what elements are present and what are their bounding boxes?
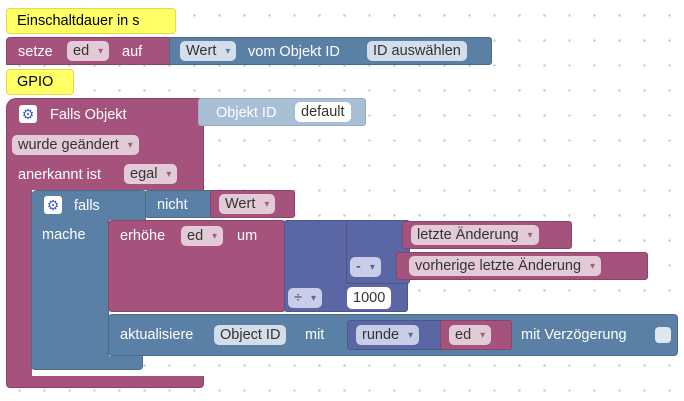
gear-icon[interactable]: ⚙ [44, 196, 62, 214]
objekt-id-value[interactable]: default [295, 102, 351, 122]
um-label: um [237, 228, 258, 244]
comment-einschaltdauer[interactable]: Einschaltdauer in s [6, 8, 176, 34]
erhoehe-label: erhöhe [120, 228, 166, 244]
mache-label: mache [42, 227, 86, 243]
id-select-button[interactable]: ID auswählen [367, 41, 467, 61]
previous-change-block[interactable]: vorherige letzte Änderung [396, 252, 648, 280]
round-block[interactable]: runde [347, 320, 445, 350]
increment-block[interactable]: erhöhe ed um [108, 220, 286, 312]
nicht-label: nicht [157, 197, 188, 213]
runde-dropdown[interactable]: runde [356, 325, 420, 346]
divide-operator-dropdown[interactable]: ÷ [288, 288, 322, 309]
mit-label: mit [305, 327, 325, 343]
variable-dropdown[interactable]: ed [67, 41, 110, 62]
wurde-geaendert-dropdown[interactable]: wurde geändert [12, 135, 139, 156]
if-block[interactable]: ⚙ falls [31, 190, 146, 220]
letzte-aenderung-dropdown[interactable]: letzte Änderung [411, 225, 539, 246]
objekt-id-label: Objekt ID [216, 105, 277, 121]
event-value-block[interactable]: Wert [210, 190, 295, 218]
anerkannt-label: anerkannt ist [18, 167, 102, 183]
trigger-block[interactable]: ⚙ Falls Objekt wurde geändert anerkannt … [6, 98, 204, 190]
comment-text: GPIO [17, 74, 54, 90]
if-mache-column: mache [31, 219, 109, 361]
variable-dropdown[interactable]: ed [181, 226, 224, 247]
comment-text: Einschaltdauer in s [17, 13, 140, 29]
setze-label: setze [18, 44, 53, 60]
comment-gpio[interactable]: GPIO [6, 69, 74, 95]
mit-verzoegerung-label: mit Verzögerung [521, 327, 627, 343]
gear-icon[interactable]: ⚙ [19, 105, 37, 123]
object-id-button[interactable]: Object ID [214, 325, 287, 345]
vom-objekt-label: vom Objekt ID [248, 44, 340, 60]
last-change-block[interactable]: letzte Änderung [402, 221, 572, 249]
minus-operator-dropdown[interactable]: - [350, 257, 381, 278]
falls-objekt-label: Falls Objekt [50, 107, 127, 123]
not-block[interactable]: nicht [145, 190, 217, 218]
egal-dropdown[interactable]: egal [124, 164, 178, 185]
wert-dropdown[interactable]: Wert [180, 41, 237, 62]
divisor-value[interactable]: 1000 [347, 287, 392, 309]
aktualisiere-label: aktualisiere [120, 327, 194, 343]
auf-label: auf [122, 44, 143, 60]
trigger-statement-column [6, 189, 32, 379]
delay-checkbox[interactable] [655, 327, 671, 343]
set-variable-block[interactable]: setze ed auf Wert vom Objekt ID ID auswä… [6, 37, 492, 65]
if-bottom-bar [31, 356, 143, 370]
trigger-bottom-bar [6, 376, 204, 388]
falls-label: falls [74, 198, 100, 214]
objekt-id-block[interactable]: Objekt ID default [198, 98, 366, 126]
variable-get-block[interactable]: ed [440, 320, 512, 350]
get-value-block[interactable]: Wert vom Objekt ID ID auswählen [169, 37, 492, 65]
variable-dropdown[interactable]: ed [449, 325, 492, 346]
vorherige-dropdown[interactable]: vorherige letzte Änderung [409, 256, 602, 277]
wert-dropdown[interactable]: Wert [219, 194, 276, 215]
